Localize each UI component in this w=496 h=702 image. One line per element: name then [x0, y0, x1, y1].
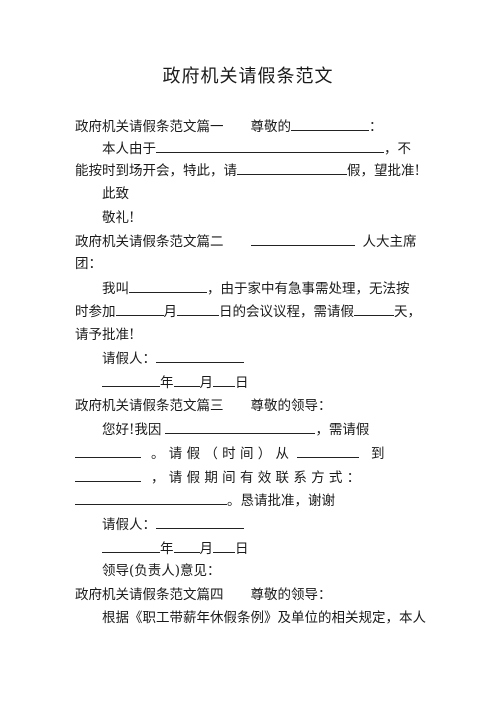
para-text: 时参加 — [75, 304, 116, 320]
section-2-paragraph-line-3: 请予批准! — [75, 327, 135, 343]
para-text: ， 请 假 期 间 有 效 联 系 方 式 ： — [151, 470, 361, 486]
fill-blank — [75, 490, 227, 505]
fill-blank — [213, 538, 235, 553]
fill-blank — [75, 443, 141, 458]
salutation: 尊敬的领导： — [250, 398, 332, 414]
section-3-heading: 政府机关请假条范文篇三 — [75, 398, 224, 414]
para-text: 天， — [394, 304, 421, 320]
para-text: 您好!我因 — [102, 422, 162, 438]
fill-blank — [102, 538, 160, 553]
para-text: 本人由于 — [102, 141, 156, 157]
section-4-heading: 政府机关请假条范文篇四 — [75, 587, 224, 603]
para-text: 。恳请批准，谢谢 — [227, 493, 335, 509]
para-text: 假，望批准! — [347, 163, 420, 179]
date-year: 年 — [160, 375, 174, 391]
section-3-paragraph-line-3: ， 请 假 期 间 有 效 联 系 方 式 ： — [75, 467, 421, 487]
section-3-date-line: 年月日 — [102, 538, 422, 558]
para-text: ，不 — [384, 141, 411, 157]
fill-blank — [129, 278, 207, 293]
para-text: ，由于家中有急事需处理，无法按 — [207, 281, 410, 297]
section-4-paragraph-line-1: 根据《职工带薪年休假条例》及单位的相关规定，本人 — [102, 610, 426, 626]
section-2-heading-line: 政府机关请假条范文篇二 人大主席 — [75, 231, 421, 251]
section-2-signature-line: 请假人： — [102, 348, 422, 368]
para-text: 人大主席 — [362, 234, 417, 250]
fill-blank — [156, 138, 384, 153]
colon: ： — [369, 119, 383, 135]
section-3-signature-line: 请假人： — [102, 514, 422, 534]
section-1-paragraph-line-2: 能按时到场开会，特此，请 假，望批准! — [75, 160, 421, 180]
fill-blank — [213, 372, 235, 387]
fill-blank — [102, 372, 160, 387]
section-3-heading-line: 政府机关请假条范文篇三 尊敬的领导： — [75, 396, 421, 416]
fill-blank — [165, 419, 316, 434]
signature-label: 请假人： — [102, 351, 156, 367]
section-4-heading-line: 政府机关请假条范文篇四 尊敬的领导： — [75, 585, 421, 605]
date-day: 日 — [235, 375, 249, 391]
signature-label: 请假人： — [102, 517, 156, 533]
section-1-heading: 政府机关请假条范文篇一 — [75, 119, 224, 135]
fill-blank — [237, 160, 347, 175]
para-text: 到 — [371, 446, 385, 462]
fill-blank — [75, 467, 141, 482]
fill-blank — [297, 443, 360, 458]
section-2-paragraph-line-2: 时参加 月 日的会议议程，需请假 天， — [75, 301, 421, 321]
fill-blank — [250, 231, 355, 246]
fill-blank — [291, 116, 369, 131]
closing-1: 此致 — [102, 186, 129, 202]
salutation: 尊敬的 — [250, 119, 292, 135]
section-1-heading-line: 政府机关请假条范文篇一 尊敬的 ： — [75, 116, 421, 136]
para-text: 能按时到场开会，特此，请 — [75, 163, 237, 179]
fill-blank — [156, 348, 244, 363]
section-2-heading-line-2: 团： — [75, 256, 102, 272]
fill-blank — [115, 301, 164, 316]
para-text: 日的会议议程，需请假 — [219, 304, 354, 320]
fill-blank — [173, 538, 200, 553]
document-title: 政府机关请假条范文 — [162, 66, 334, 87]
section-1-paragraph-line-1: 本人由于 ，不 — [102, 138, 422, 158]
date-day: 日 — [235, 541, 249, 557]
closing-2: 敬礼! — [102, 210, 135, 226]
fill-blank — [177, 301, 219, 316]
date-month: 月 — [199, 541, 214, 557]
para-text: 我叫 — [102, 281, 129, 297]
fill-blank — [173, 372, 200, 387]
para-text: 。 请 假 （ 时 间 ） 从 — [151, 446, 290, 462]
section-2-paragraph-line-1: 我叫 ，由于家中有急事需处理，无法按 — [102, 278, 422, 298]
salutation: 尊敬的领导： — [250, 587, 332, 603]
date-month: 月 — [199, 375, 214, 391]
section-3-paragraph-line-2: 。 请 假 （ 时 间 ） 从 到 — [75, 443, 421, 463]
date-year: 年 — [160, 541, 174, 557]
para-text: 月 — [163, 304, 178, 320]
fill-blank — [156, 514, 244, 529]
section-3-paragraph-line-4: 。恳请批准，谢谢 — [75, 490, 421, 510]
section-2-heading: 政府机关请假条范文篇二 — [75, 234, 224, 250]
section-3-paragraph-line-1: 您好!我因 ，需请假 — [102, 419, 422, 439]
section-2-date-line: 年月日 — [102, 372, 422, 392]
para-text: ，需请假 — [315, 422, 370, 438]
fill-blank — [354, 301, 394, 316]
leader-opinion-line: 领导(负责人)意见： — [102, 563, 221, 579]
